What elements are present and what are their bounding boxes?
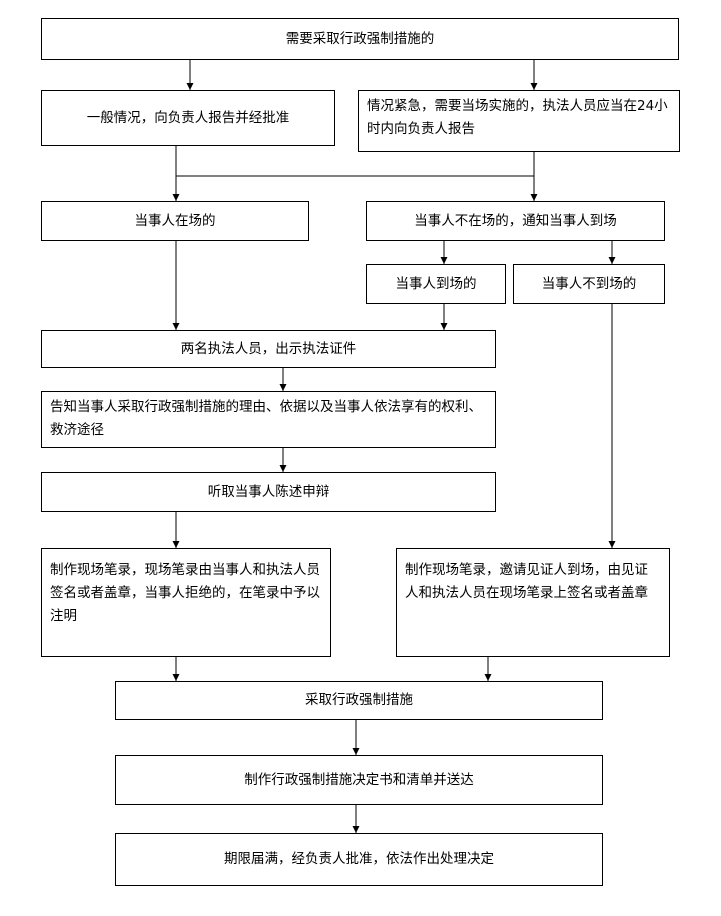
box-hear-statement: 听取当事人陈述申辩: [41, 472, 496, 512]
box-general-approval: 一般情况，向负责人报告并经批准: [41, 90, 335, 146]
box-final-decision: 期限届满，经负责人批准，依法作出处理决定: [115, 833, 603, 886]
box-two-officers: 两名执法人员，出示执法证件: [41, 330, 496, 368]
box-take-measures: 采取行政强制措施: [115, 681, 603, 720]
box-party-present: 当事人在场的: [41, 201, 309, 241]
box-make-decision: 制作行政强制措施决定书和清单并送达: [115, 755, 603, 805]
box-party-not-arrive: 当事人不到场的: [513, 264, 665, 304]
box-inform-rights: 告知当事人采取行政强制措施的理由、依据以及当事人依法享有的权利、救济途径: [41, 391, 496, 448]
box-record-witness: 制作现场笔录，邀请见证人到场，由见证人和执法人员在现场笔录上签名或者盖章: [396, 548, 670, 657]
box-party-absent-notify: 当事人不在场的，通知当事人到场: [366, 201, 665, 241]
box-record-signed: 制作现场笔录，现场笔录由当事人和执法人员签名或者盖章，当事人拒绝的，在笔录中予以…: [41, 548, 331, 657]
box-need-measures: 需要采取行政强制措施的: [41, 18, 679, 60]
box-party-arrives: 当事人到场的: [366, 264, 506, 304]
box-urgent-report: 情况紧急，需要当场实施的，执法人员应当在24小时内向负责人报告: [358, 90, 680, 152]
